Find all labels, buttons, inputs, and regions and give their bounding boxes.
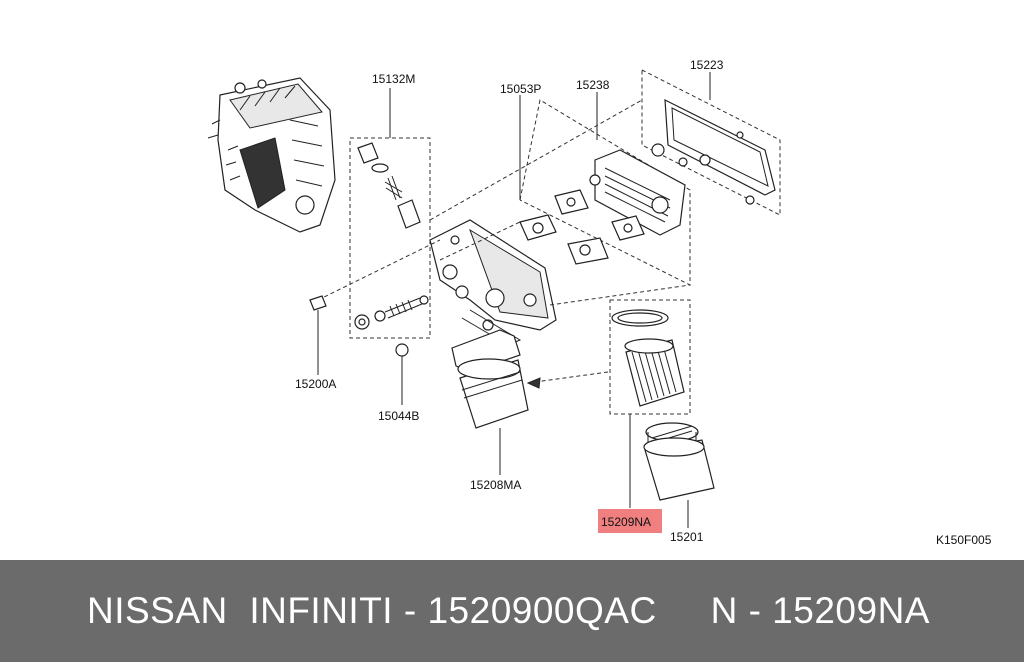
label-15238: 15238 bbox=[576, 78, 610, 92]
gasket-15053P bbox=[519, 214, 609, 265]
label-15208MA: 15208MA bbox=[470, 478, 521, 492]
label-15053P: 15053P bbox=[500, 82, 541, 96]
bolt-15200A bbox=[309, 295, 327, 375]
label-15223: 15223 bbox=[690, 58, 724, 72]
footer-bar: NISSAN INFINITI - 1520900QAC N - 15209NA bbox=[0, 560, 1024, 662]
relief-valve-parts bbox=[354, 142, 429, 330]
filter-assembly-15208MA bbox=[451, 329, 529, 475]
reference-code: K150F005 bbox=[936, 533, 992, 547]
highlight-15209NA bbox=[598, 509, 662, 533]
gasket-plate-15223 bbox=[651, 98, 776, 205]
oil-cooler-15238 bbox=[554, 149, 686, 241]
label-15200A: 15200A bbox=[295, 377, 336, 391]
filter-cap-15201 bbox=[643, 422, 715, 528]
filter-element-15209NA bbox=[611, 309, 685, 407]
group-box-15209NA bbox=[609, 299, 691, 415]
label-15201: 15201 bbox=[670, 530, 704, 544]
label-15044B: 15044B bbox=[378, 409, 419, 423]
label-15209NA: 15209NA bbox=[601, 515, 651, 529]
parts-diagram: 15132M 15053P 15238 15223 bbox=[207, 58, 992, 547]
plug-15044B bbox=[395, 343, 409, 405]
oil-filter-housing bbox=[429, 219, 557, 346]
engine-block-illustration bbox=[207, 77, 336, 233]
footer-part-numbers: NISSAN INFINITI - 1520900QAC N - 15209NA bbox=[87, 590, 930, 631]
group-box-15132M bbox=[349, 137, 431, 339]
label-15132M: 15132M bbox=[372, 72, 415, 86]
